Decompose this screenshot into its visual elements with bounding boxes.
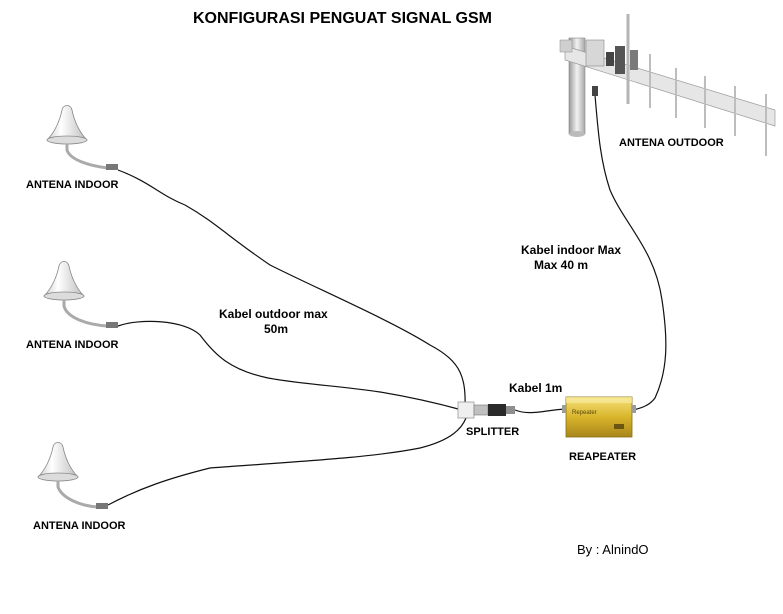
indoor-antenna-1 xyxy=(46,105,118,170)
credit-text: By : AlnindO xyxy=(577,542,649,557)
label-splitter: SPLITTER xyxy=(466,426,520,438)
indoor-antenna-3 xyxy=(37,442,108,509)
label-cable-indoor-max-1: Kabel indoor Max xyxy=(521,243,622,257)
label-repeater: REAPEATER xyxy=(569,451,637,463)
label-antenna-indoor-3: ANTENA INDOOR xyxy=(33,520,126,532)
indoor-antenna-2 xyxy=(43,261,118,328)
repeater-plate-text: Repeater xyxy=(572,410,597,416)
outdoor-antenna xyxy=(559,14,776,156)
label-cable-indoor-max-2: Max 40 m xyxy=(534,258,589,272)
label-antenna-outdoor: ANTENA OUTDOOR xyxy=(619,137,724,149)
diagram-title: KONFIGURASI PENGUAT SIGNAL GSM xyxy=(193,10,492,27)
repeater-device: Repeater xyxy=(562,396,636,438)
label-cable-outdoor-max-1: Kabel outdoor max xyxy=(219,307,328,321)
cable-repeater-to-splitter xyxy=(514,408,567,414)
label-antenna-indoor-1: ANTENA INDOOR xyxy=(26,179,119,191)
splitter-device xyxy=(457,401,515,419)
cable-indoor-2 xyxy=(117,320,463,411)
cable-indoor-1 xyxy=(117,169,466,411)
cable-indoor-3 xyxy=(107,417,467,506)
label-antenna-indoor-2: ANTENA INDOOR xyxy=(26,339,119,351)
label-cable-outdoor-max-2: 50m xyxy=(264,322,289,336)
label-cable-1m: Kabel 1m xyxy=(509,381,563,395)
cable-outdoor-to-repeater xyxy=(594,94,667,411)
